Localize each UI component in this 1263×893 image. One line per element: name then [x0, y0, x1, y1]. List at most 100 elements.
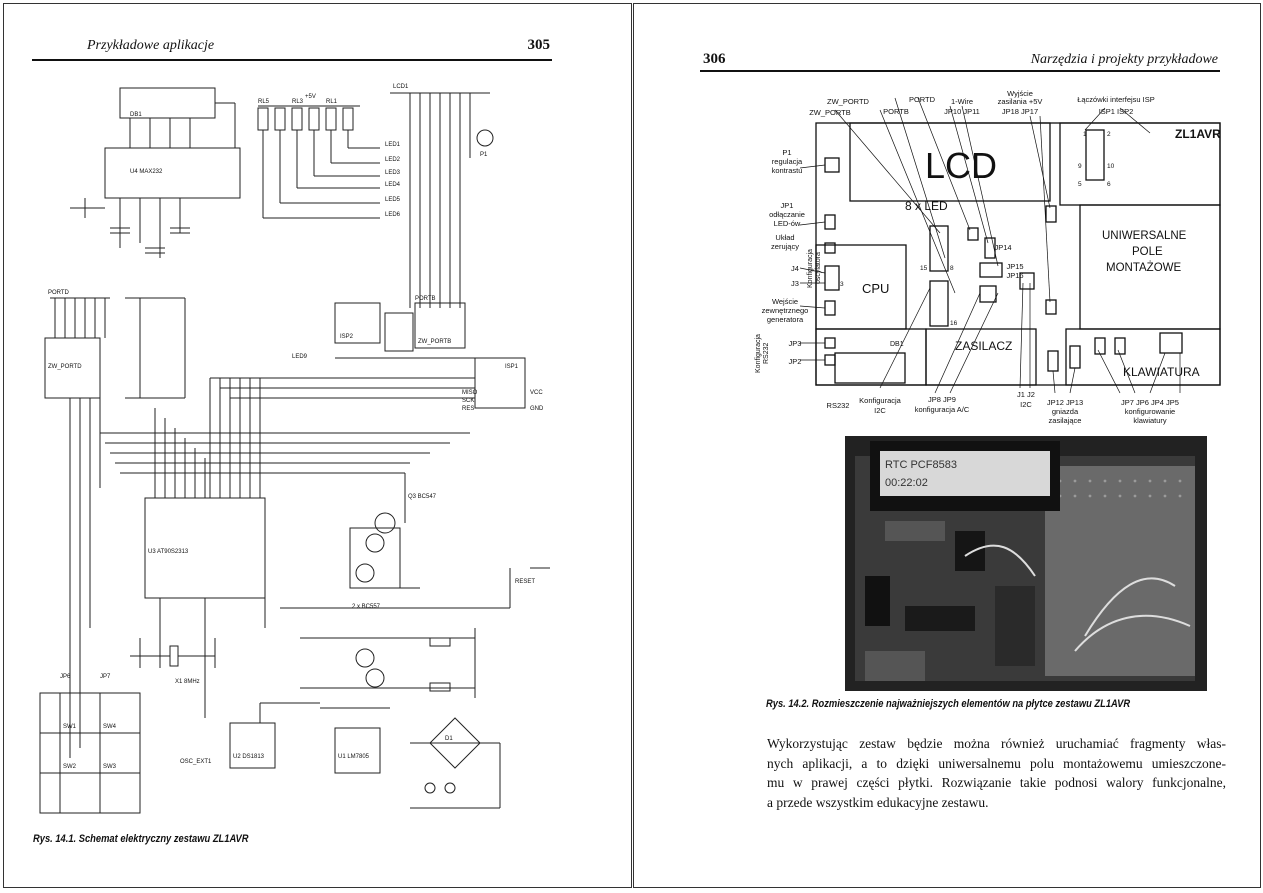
left-page: [3, 3, 632, 888]
lbl-jp7-jp5: JP7 JP6 JP4 JP5: [1121, 398, 1179, 407]
lbl-n8: 8: [950, 265, 954, 272]
left-header-rule: [32, 59, 552, 61]
label-reset: RESET: [515, 579, 535, 585]
lbl-n5: 5: [1078, 181, 1082, 188]
board-title: ZL1AVR: [1175, 127, 1221, 141]
board-pole-2: POLE: [1132, 246, 1163, 258]
label-isp2: ISP2: [340, 334, 354, 340]
right-page: [633, 3, 1261, 888]
label-vcc: VCC: [530, 390, 543, 396]
lbl-p1-1: P1: [782, 148, 791, 157]
lbl-jp2: JP2: [789, 357, 802, 366]
lbl-j3: J3: [791, 279, 799, 288]
lbl-n10: 10: [1107, 163, 1115, 170]
label-rl3: RL3: [292, 99, 304, 105]
lbl-p1-2: regulacja: [772, 157, 803, 166]
lbl-isp-1: Łączówki interfejsu ISP: [1077, 95, 1155, 104]
lbl-j1-j2: J1 J2: [1017, 390, 1035, 399]
lbl-portb: PORTB: [883, 107, 909, 116]
paragraph-line-2: nych aplikacji, a to dzięki uniwersalnem…: [767, 755, 1226, 771]
paragraph-line-1: Wykorzystując zestaw będzie można równie…: [767, 736, 1226, 751]
lbl-n16: 16: [950, 320, 958, 327]
label-lcd1: LCD1: [393, 84, 409, 90]
label-jp6: JP6: [60, 674, 71, 680]
lbl-p1-3: kontrastu: [772, 166, 803, 175]
right-paragraph: Wykorzystując zestaw będzie można równie…: [767, 734, 1226, 812]
lbl-wyjscie-1: Wyjście: [1007, 89, 1033, 98]
lbl-jp15: JP15: [1006, 262, 1023, 271]
right-page-number: 306: [703, 51, 726, 67]
label-jp7: JP7: [100, 674, 111, 680]
left-header-title: Przykładowe aplikacje: [87, 38, 215, 53]
board-db1: DB1: [890, 341, 904, 348]
label-q3: Q3 BC547: [408, 494, 437, 500]
lbl-n15: 15: [920, 265, 928, 272]
board-zasilacz: ZASILACZ: [955, 339, 1012, 353]
label-q12: 2 x BC557: [352, 604, 381, 610]
lbl-1wire: 1-Wire: [951, 97, 973, 106]
lbl-konf-kl-1: konfigurowanie: [1125, 407, 1175, 416]
label-p1: P1: [480, 152, 488, 158]
left-page-number: 305: [527, 37, 551, 53]
label-zw-portb: ZW_PORTB: [418, 339, 451, 345]
label-isp1: ISP1: [505, 364, 519, 370]
paragraph-line-4: a przede wszystkim edukacyjne zestawu.: [767, 794, 989, 810]
lbl-wej-3: generatora: [767, 315, 804, 324]
lbl-jp16: JP16: [1006, 271, 1023, 280]
paragraph-line-3: mu w prawej części płytki. Rozwiązanie t…: [767, 775, 1226, 790]
lbl-konf-rs-1: Konfiguracja: [755, 334, 762, 373]
lbl-n3: 3: [840, 281, 844, 288]
label-cpu: U3 AT90S2313: [148, 549, 189, 555]
lbl-jp1-2: odłączanie: [769, 210, 805, 219]
lbl-gniazda-1: gniazda: [1052, 407, 1079, 416]
board-pole-3: MONTAŻOWE: [1106, 261, 1181, 274]
board-layout-diagram: ZW_PORTD ZW_PORTB PORTD PORTB 1-Wire JP1…: [755, 89, 1221, 425]
board-pole-1: UNIWERSALNE: [1102, 230, 1187, 242]
label-zw-portd: ZW_PORTD: [48, 364, 82, 370]
lbl-rs232: RS232: [827, 401, 850, 410]
right-header-rule: [700, 70, 1220, 72]
label-led5: LED5: [385, 197, 401, 203]
label-miso: MISO: [462, 390, 478, 396]
lbl-jp14: JP14: [994, 243, 1011, 252]
max232-chip: [104, 147, 241, 199]
label-xtal: X1 8MHz: [175, 679, 200, 685]
lbl-portd: PORTD: [909, 95, 936, 104]
label-led1: LED1: [385, 142, 401, 148]
board-klawiatura: KLAWIATURA: [1123, 365, 1200, 379]
label-d1: D1: [445, 736, 453, 742]
lbl-wej-2: zewnętrznego: [762, 306, 809, 315]
lbl-jp3: JP3: [789, 339, 802, 348]
lbl-jp1-3: LED-ów: [774, 219, 801, 228]
lbl-j4: J4: [791, 264, 799, 273]
lbl-gniazda-2: zasilające: [1049, 416, 1082, 425]
lbl-n9: 9: [1078, 163, 1082, 170]
board-photo: RTC PCF8583 00:22:02: [845, 436, 1207, 691]
lbl-jp1-1: JP1: [781, 201, 794, 210]
lbl-konf-ac: konfiguracja A/C: [915, 405, 970, 414]
board-8xled: 8 x LED: [905, 199, 948, 213]
label-portd: PORTD: [48, 290, 70, 296]
label-rl1: RL1: [326, 99, 338, 105]
label-u1: U1 LM7805: [338, 754, 370, 760]
lbl-jp12-jp13: JP12 JP13: [1047, 398, 1083, 407]
lbl-zw-portb: ZW_PORTB: [809, 108, 851, 117]
left-page-header: Przykładowe aplikacje 305: [87, 37, 550, 54]
right-header-title: Narzędzia i projekty przykładowe: [1030, 52, 1218, 67]
label-gnd: GND: [530, 406, 544, 412]
lbl-konf-kl-2: klawiatury: [1133, 416, 1167, 425]
label-sw4: SW4: [103, 724, 117, 730]
lbl-uklad-1: Układ: [775, 233, 794, 242]
lcd-area: [849, 122, 1051, 202]
right-page-header: 306 Narzędzia i projekty przykładowe: [703, 51, 1218, 68]
lbl-konf-osc-2: oscylatora: [815, 252, 822, 284]
label-plus5v: +5V: [305, 94, 316, 100]
label-rl5: RL5: [258, 99, 270, 105]
lbl-i2c: I2C: [1020, 400, 1032, 409]
right-figure-caption: Rys. 14.2. Rozmieszczenie najważniejszyc…: [766, 698, 1131, 710]
label-sw3: SW3: [103, 764, 117, 770]
klawiatura-area: [1065, 328, 1221, 386]
label-db1: DB1: [130, 112, 142, 118]
lbl-wej-1: Wejście: [772, 297, 798, 306]
label-led3: LED3: [385, 170, 401, 176]
